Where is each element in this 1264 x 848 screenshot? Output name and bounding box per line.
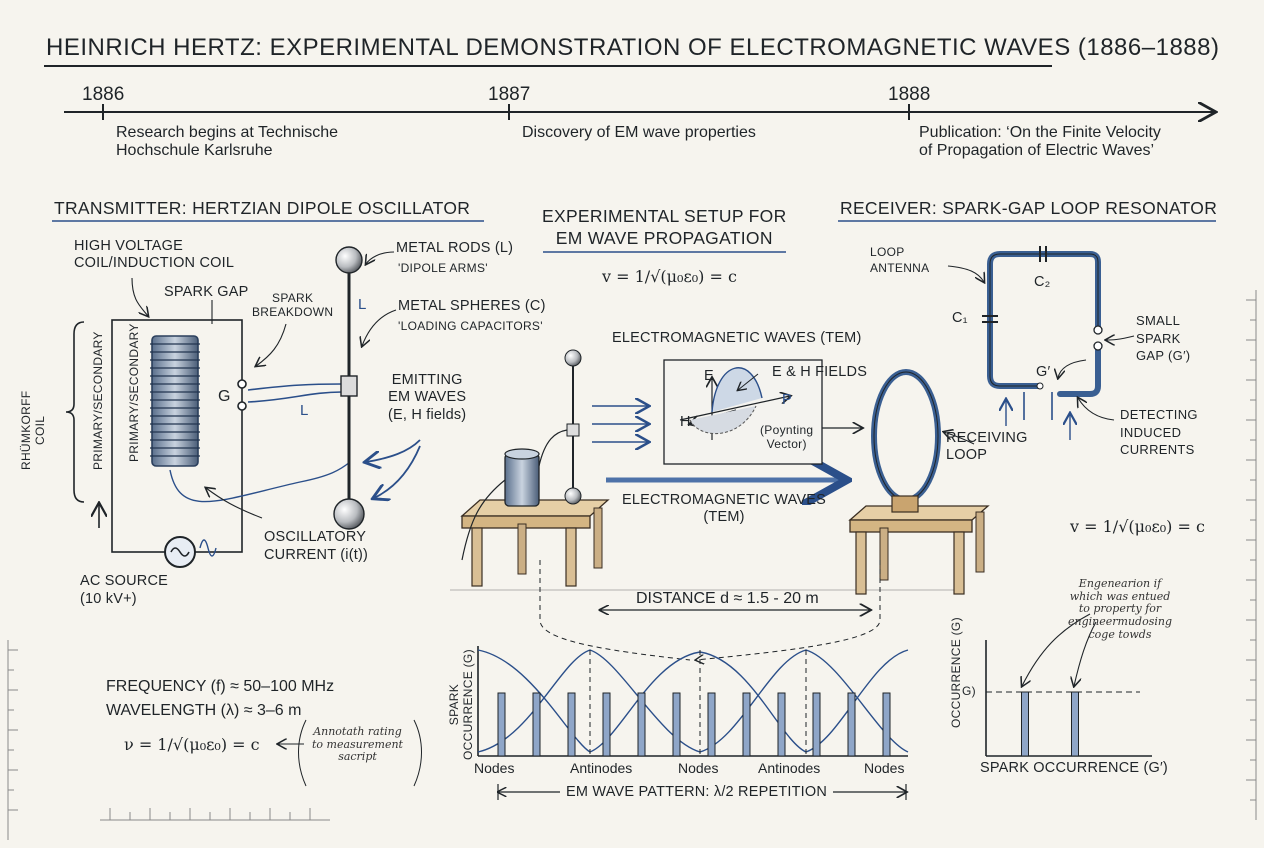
transmitter-heading: TRANSMITTER: HERTZIAN DIPOLE OSCILLATOR xyxy=(54,198,471,218)
chart1-tick-2: Nodes xyxy=(678,760,719,776)
chart1-ylabel: SPARK OCCURRENCE (G) xyxy=(447,649,475,760)
chart1-bar-0 xyxy=(497,692,506,757)
chart2-bar-1 xyxy=(1071,691,1079,757)
spark-gap-label: SPARK GAP xyxy=(164,284,249,300)
timeline-year-1887: 1887 xyxy=(488,84,531,105)
chart1-bar-6 xyxy=(707,692,716,757)
chart1-tick-3: Antinodes xyxy=(758,760,821,776)
receiving-loop-label: RECEIVING LOOP xyxy=(946,430,1028,463)
chart2-annotation: Engenearion if which was entued to prope… xyxy=(1068,577,1172,641)
distance-label: DISTANCE d ≈ 1.5 - 20 m xyxy=(636,590,819,607)
chart1-xlabel: EM WAVE PATTERN: λ/2 REPETITION xyxy=(560,784,834,801)
vector-p: P xyxy=(782,392,792,408)
chart1-tick-0: Nodes xyxy=(474,760,515,776)
ruhmkorff-label: RHÜMKORFF COIL xyxy=(19,390,47,470)
page-title: HEINRICH HERTZ: EXPERIMENTAL DEMONSTRATI… xyxy=(46,34,1220,61)
timeline-year-1888: 1888 xyxy=(888,84,931,105)
chart1-bar-8 xyxy=(777,692,786,757)
chart1-bar-7 xyxy=(742,692,751,757)
chart2-xlabel: SPARK OCCURRENCE (G′) xyxy=(980,760,1168,776)
vector-h: H xyxy=(680,414,691,430)
chart-spark-occurrence xyxy=(985,613,1152,757)
spark-breakdown-label: SPARK BREAKDOWN xyxy=(252,291,334,319)
gap-symbol: G xyxy=(218,388,231,405)
c2-label: C₂ xyxy=(1034,274,1051,290)
chart1-bar-10 xyxy=(847,692,856,757)
oscillatory-label: OSCILLATORY CURRENT (i(t)) xyxy=(264,529,369,564)
chart1-bar-1 xyxy=(532,692,541,757)
parameters-formula: ν = 1/√(μ₀ε₀) = c xyxy=(124,735,260,754)
chart1-bar-2 xyxy=(567,692,576,757)
chart1-bars xyxy=(497,692,891,757)
loading-caps-label: 'LOADING CAPACITORS' xyxy=(398,319,543,333)
coil-label: HIGH VOLTAGE COIL/INDUCTION COIL xyxy=(74,238,235,271)
setup-formula: v = 1/√(μ₀ε₀) = c xyxy=(602,267,737,286)
chart-standing-wave xyxy=(477,646,908,800)
detecting-label: DETECTING INDUCED CURRENTS xyxy=(1120,407,1198,458)
chart1-tick-1: Antinodes xyxy=(570,760,633,776)
ruler-left xyxy=(7,640,330,840)
dipole-antenna xyxy=(333,246,365,530)
timeline-event-1886: Research begins at Technische Hochschule… xyxy=(116,124,339,160)
loop-antenna-label: LOOP ANTENNA xyxy=(870,245,930,276)
rod-symbol-top: L xyxy=(358,296,367,313)
vector-e: E xyxy=(704,368,714,384)
metal-spheres-label: METAL SPHERES (C) xyxy=(398,298,546,314)
dipole-arms-label: 'DIPOLE ARMS' xyxy=(398,261,488,275)
frequency-label: FREQUENCY (f) ≈ 50–100 MHz xyxy=(106,678,335,695)
chart2-bars xyxy=(1021,691,1079,757)
setup-heading: EXPERIMENTAL SETUP FOR EM WAVE PROPAGATI… xyxy=(542,206,787,248)
em-waves-bottom-label: ELECTROMAGNETIC WAVES (TEM) xyxy=(622,492,826,525)
g-prime-label: G′ xyxy=(1036,364,1051,380)
chart1-bar-4 xyxy=(637,692,646,757)
chart2-bar-0 xyxy=(1021,691,1029,757)
c1-label: C₁ xyxy=(952,310,968,326)
chart1-bar-3 xyxy=(602,692,611,757)
chart2-threshold: G) xyxy=(962,684,976,698)
receiver-formula: v = 1/√(μ₀ε₀) = c xyxy=(1070,517,1205,536)
receiver-heading: RECEIVER: SPARK-GAP LOOP RESONATOR xyxy=(840,198,1218,218)
metal-rods-label: METAL RODS (L) xyxy=(396,240,514,256)
timeline-axis xyxy=(64,104,1214,120)
ac-source-label: AC SOURCE (10 kV+) xyxy=(80,573,169,608)
setup-scene xyxy=(450,349,990,660)
emitting-label: EMITTING EM WAVES (E, H fields) xyxy=(388,372,467,423)
transmitter-circuit xyxy=(65,319,351,568)
timeline-event-1887: Discovery of EM wave properties xyxy=(522,124,756,141)
chart2-ylabel: OCCURRENCE (G) xyxy=(949,617,963,728)
timeline-event-1888: Publication: ‘On the Finite Velocity of … xyxy=(919,124,1161,160)
chart1-bar-11 xyxy=(882,692,891,757)
primary-secondary-inner: PRIMARY/SECONDARY xyxy=(127,323,141,462)
ruler-right xyxy=(1246,290,1257,820)
receiver-loop xyxy=(982,246,1103,440)
rod-symbol-lead: L xyxy=(300,402,309,419)
wavelength-label: WAVELENGTH (λ) ≈ 3–6 m xyxy=(106,702,302,719)
small-spark-gap-label: SMALL SPARK GAP (G′) xyxy=(1136,313,1191,364)
e-h-fields-label: E & H FIELDS xyxy=(772,364,868,380)
primary-secondary-outer: PRIMARY/SECONDARY xyxy=(91,331,105,470)
timeline-year-1886: 1886 xyxy=(82,84,125,105)
chart1-tick-4: Nodes xyxy=(864,760,905,776)
chart1-bar-9 xyxy=(812,692,821,757)
em-waves-top-label: ELECTROMAGNETIC WAVES (TEM) xyxy=(612,330,862,346)
parameters-annotation: Annotath rating to measurement sacript xyxy=(312,725,403,764)
chart1-bar-5 xyxy=(672,692,681,757)
poynting-label: (Poynting Vector) xyxy=(760,423,814,451)
